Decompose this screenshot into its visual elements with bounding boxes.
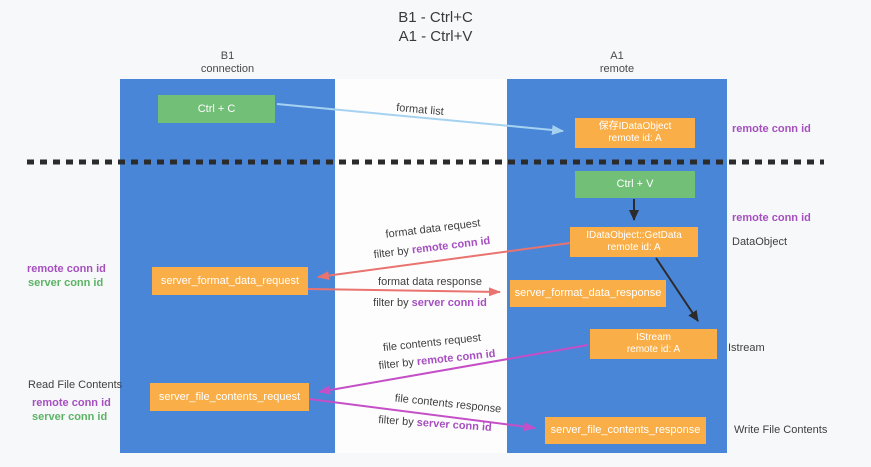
server-file-contents-request-label: server_file_contents_request [158, 390, 301, 403]
file-contents-response-arrow [308, 398, 536, 432]
left-server-conn-id-label-2: server conn id [32, 411, 108, 423]
istream-side-label: Istream [728, 342, 765, 354]
file-contents-request-arrow [318, 344, 589, 395]
diagram-title: B1 - Ctrl+C A1 - Ctrl+V [0, 8, 871, 46]
format-data-response-arrow [307, 287, 501, 297]
title-line-2: A1 - Ctrl+V [398, 28, 473, 45]
dataobject-label: DataObject [732, 236, 788, 248]
write-file-contents-label: Write File Contents [734, 424, 828, 436]
saved-idataobject-box: 保存IDataObject remote id: A [575, 118, 695, 148]
ctrl-c-box: Ctrl + C [158, 95, 275, 123]
left-server-conn-id-label-1: server conn id [28, 277, 104, 289]
lane-a1-role: remote [599, 63, 635, 75]
server-conn-id-value: server conn id [411, 297, 487, 309]
title-line-1: B1 - Ctrl+C [398, 9, 473, 26]
lane-header-b1: B1 connection [120, 50, 335, 76]
lane-gap-background [335, 79, 507, 453]
ctrl-c-label: Ctrl + C [197, 102, 236, 115]
filter-by-server-conn-id-label-1: filter by server conn id [373, 297, 487, 309]
right-remote-conn-id-label-2: remote conn id [732, 212, 811, 224]
server-format-data-response-label: server_format_data_response [514, 287, 662, 299]
saved-idataobject-line2: remote id: A [608, 133, 662, 144]
ctrl-v-box: Ctrl + V [575, 171, 695, 198]
server-format-data-request-box: server_format_data_request [152, 267, 308, 295]
ctrl-v-label: Ctrl + V [616, 178, 654, 190]
getdata-to-istream-arrow [655, 257, 699, 322]
server-format-data-response-box: server_format_data_response [510, 280, 666, 307]
left-remote-conn-id-label-2: remote conn id [32, 397, 111, 409]
idataobject-getdata-box: IDataObject::GetData remote id: A [570, 227, 698, 257]
right-remote-conn-id-label-1: remote conn id [732, 123, 811, 135]
istream-box: IStream remote id: A [590, 329, 717, 359]
lane-b1-role: connection [200, 63, 255, 75]
format-data-request-arrow [317, 242, 571, 280]
server-file-contents-response-box: server_file_contents_response [545, 417, 706, 444]
filter-prefix: filter by [373, 297, 412, 309]
server-file-contents-request-box: server_file_contents_request [150, 383, 309, 411]
lane-b1-name: B1 [220, 50, 235, 62]
format-list-arrow [276, 103, 564, 135]
istream-line2: remote id: A [626, 344, 681, 355]
left-remote-conn-id-label-1: remote conn id [27, 263, 106, 275]
server-file-contents-response-label: server_file_contents_response [550, 424, 701, 436]
getdata-line2: remote id: A [607, 242, 661, 253]
getdata-line1: IDataObject::GetData [586, 230, 682, 241]
istream-line1: IStream [635, 332, 671, 343]
server-format-data-request-label: server_format_data_request [160, 274, 300, 287]
lane-header-a1: A1 remote [507, 50, 727, 76]
saved-idataobject-line1: 保存IDataObject [598, 121, 672, 132]
lane-a1-name: A1 [610, 50, 624, 62]
read-file-contents-label: Read File Contents [28, 379, 123, 391]
format-data-response-label: format data response [378, 276, 482, 288]
